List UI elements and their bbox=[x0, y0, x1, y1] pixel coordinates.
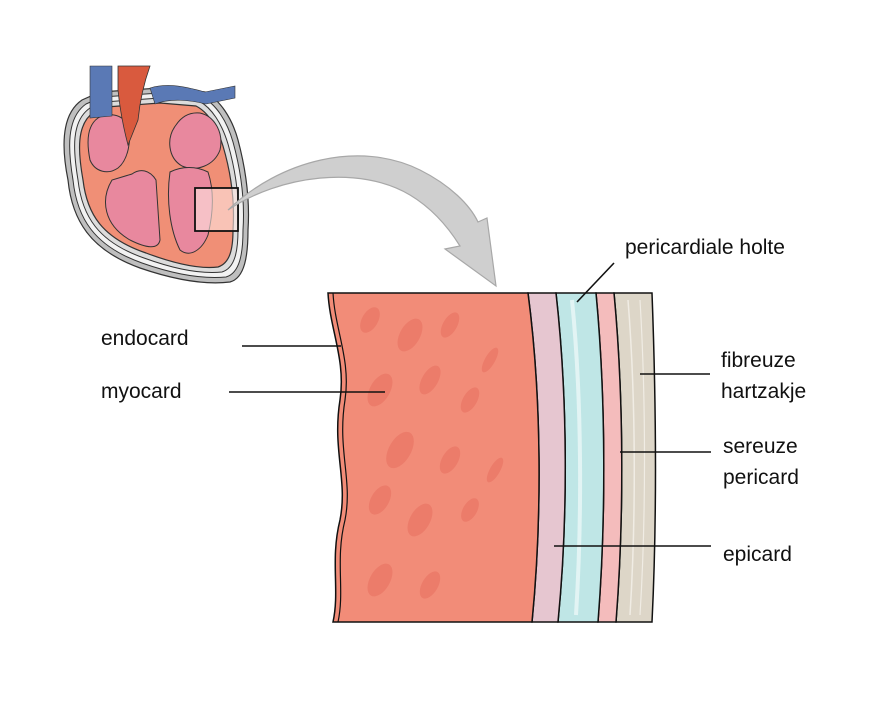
label-endocard: endocard bbox=[101, 327, 189, 350]
layer-endocard bbox=[332, 292, 348, 623]
heart-right-atrium bbox=[87, 114, 131, 173]
heart-pulmonary-vessel bbox=[149, 85, 236, 105]
myocard-texture bbox=[360, 307, 504, 599]
heart-aorta bbox=[117, 65, 151, 147]
heart-right-ventricle bbox=[105, 170, 161, 248]
magnify-arrow-icon bbox=[227, 155, 497, 288]
label-fibreuze-line1: fibreuze bbox=[721, 349, 796, 372]
heart-illustration bbox=[63, 65, 250, 284]
label-fibreuze-line2: hartzakje bbox=[721, 380, 807, 403]
heart-vena-cava bbox=[89, 65, 113, 119]
label-sereuze-line1: sereuze bbox=[723, 435, 798, 458]
label-pericardiale-holte: pericardiale holte bbox=[625, 236, 785, 259]
label-epicard: epicard bbox=[723, 543, 792, 566]
label-sereuze-line2: pericard bbox=[723, 466, 799, 489]
label-myocard: myocard bbox=[101, 380, 182, 403]
heart-left-atrium bbox=[169, 112, 222, 169]
leader-pericardiale-holte bbox=[576, 262, 615, 303]
leader-lines bbox=[229, 262, 711, 547]
heart-zoom-box bbox=[194, 187, 239, 232]
wall-cross-section bbox=[327, 292, 657, 623]
